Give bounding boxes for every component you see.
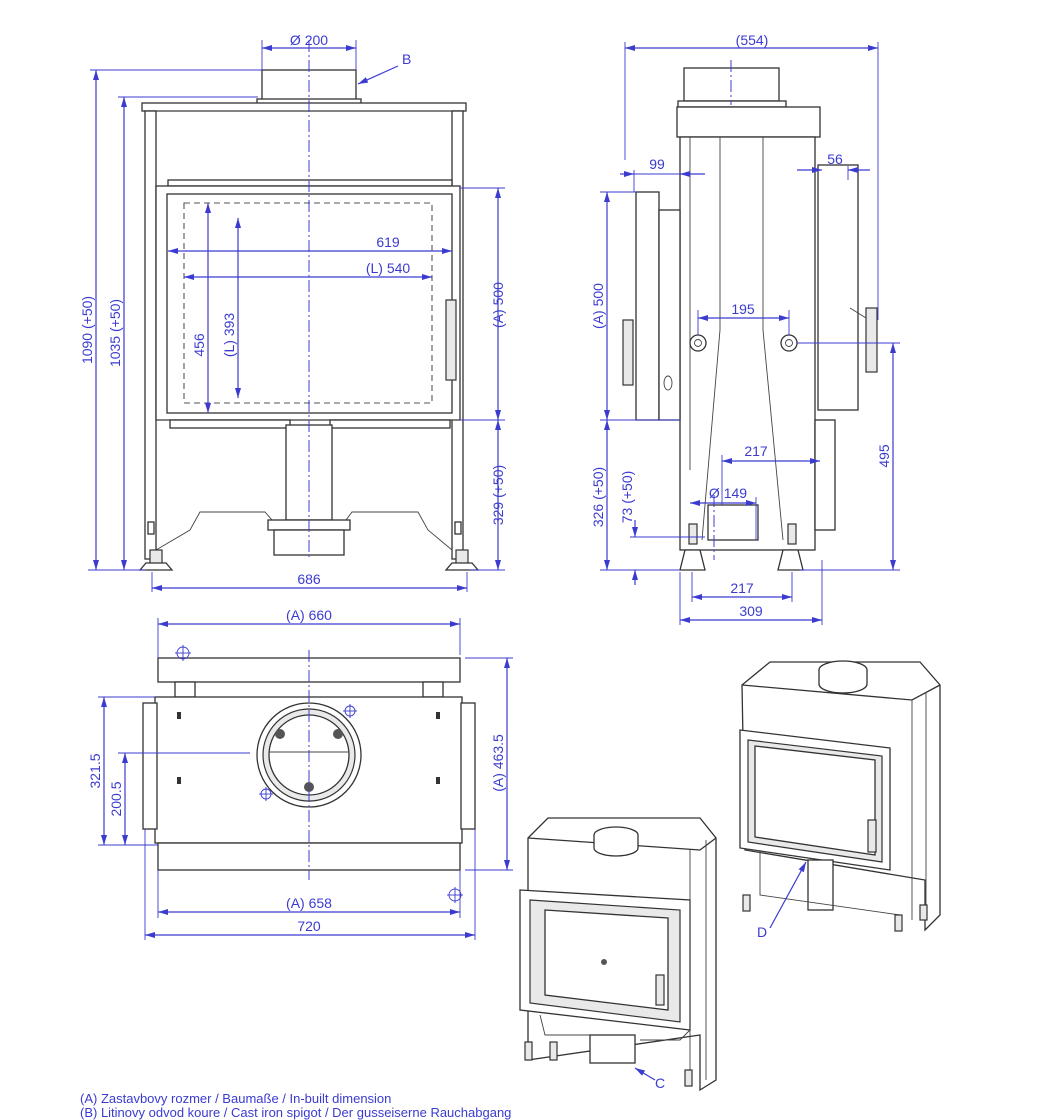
dim-door-inner-height: 456 (191, 333, 207, 357)
dim-base-height: 329 (+50) (490, 465, 506, 525)
side-view: (554) 99 56 (A) 500 326 (+50) 73 (+50) 1… (590, 32, 900, 625)
dim-rear-width: (A) 658 (286, 895, 332, 911)
dim-side-door-height: (A) 500 (590, 283, 606, 329)
dim-front-offset: 99 (649, 156, 665, 172)
dim-door-height: (A) 500 (490, 282, 506, 328)
dim-inlet-offset: 217 (744, 443, 768, 459)
callout-d: D (757, 924, 767, 940)
dim-side-depth-total: (554) (736, 32, 769, 48)
legend-item-a: (A) Zastavbovy rozmer / Baumaße / In-bui… (80, 1091, 391, 1106)
dim-glass-height: (L) 393 (221, 313, 237, 358)
iso-view-angled: D (739, 660, 941, 940)
legend-item-b: (B) Litinovy odvod koure / Cast iron spi… (80, 1105, 511, 1120)
dim-inlet-height: 73 (+50) (619, 471, 635, 524)
dim-width: 686 (297, 571, 321, 587)
dim-spigot-diameter: Ø 200 (290, 32, 328, 48)
callout-c: C (655, 1075, 665, 1091)
dim-glass-width: (L) 540 (366, 260, 411, 276)
dim-hole-height: 495 (876, 444, 892, 468)
dim-height-total: 1090 (+50) (79, 296, 95, 364)
dim-front-width: (A) 660 (286, 607, 332, 623)
dim-depth-a: 321.5 (87, 753, 103, 788)
callout-b: B (402, 51, 411, 67)
dim-hole-spacing: 195 (731, 301, 755, 317)
dim-side-base-height: 326 (+50) (590, 467, 606, 527)
top-view: (A) 660 321.5 200.5 (A) 463.5 (A) 658 72… (87, 607, 513, 940)
front-view: Ø 200 B 1090 (+50) 1035 (+50) (A) 500 32… (79, 32, 506, 592)
dim-side-depth-body: 309 (739, 603, 763, 619)
dim-height-body: 1035 (+50) (107, 299, 123, 367)
dim-total-width: 720 (297, 918, 321, 934)
dim-feet-spacing: 217 (730, 580, 754, 596)
legend: (A) Zastavbovy rozmer / Baumaße / In-bui… (80, 1091, 511, 1120)
dim-rear-offset: 56 (827, 151, 843, 167)
iso-view-front: C (519, 817, 717, 1092)
dim-top-depth-total: (A) 463.5 (490, 734, 506, 792)
dim-door-width: 619 (376, 234, 400, 250)
dim-inlet-diameter: Ø 149 (709, 485, 747, 501)
dim-depth-b: 200.5 (108, 781, 124, 816)
